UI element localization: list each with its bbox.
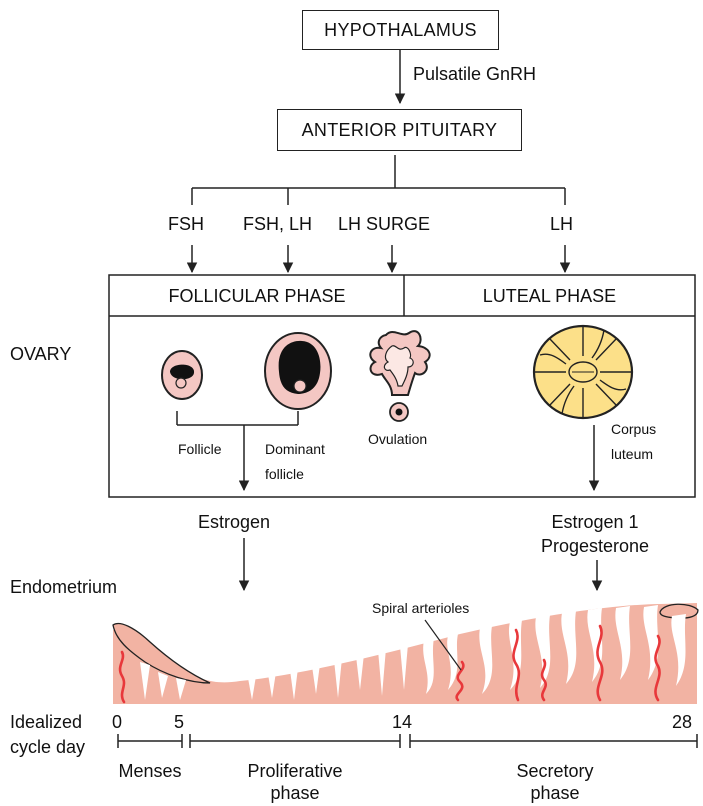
day-0: 0 <box>112 712 123 732</box>
endometrium-tissue <box>112 603 699 704</box>
luteal-phase-label: LUTEAL PHASE <box>482 285 617 306</box>
day-28: 28 <box>672 712 693 732</box>
dominant-follicle-icon <box>264 332 332 410</box>
follicle-bracket <box>176 411 299 426</box>
follicle-label: Follicle <box>178 441 222 457</box>
menses-label: Menses <box>118 761 182 781</box>
dominant-follicle-label-line2: follicle <box>265 466 304 482</box>
corpus-luteum-label-line1: Corpus <box>611 421 657 437</box>
secretory-label-line1: Secretory <box>516 761 594 781</box>
secretory-label-line2: phase <box>530 783 580 803</box>
hypothalamus-label: HYPOTHALAMUS <box>324 19 477 40</box>
cycle-label-line1: Idealized <box>10 712 83 732</box>
fsh-lh-label: FSH, LH <box>243 214 313 234</box>
cycle-timeline <box>117 734 698 748</box>
ovulation-label: Ovulation <box>368 431 428 447</box>
proliferative-label-line2: phase <box>270 783 320 803</box>
pituitary-branches <box>191 155 566 205</box>
follicle-icon <box>161 350 203 400</box>
fsh-label: FSH <box>168 214 204 234</box>
endometrium-label: Endometrium <box>10 577 118 597</box>
follicular-phase-label: FOLLICULAR PHASE <box>168 285 346 306</box>
corpus-luteum-label-line2: luteum <box>611 446 654 462</box>
ovary-label: OVARY <box>10 344 72 364</box>
spiral-arterioles-label: Spiral arterioles <box>372 600 470 616</box>
day-5: 5 <box>174 712 185 732</box>
hypothalamus-box: HYPOTHALAMUS <box>302 10 499 50</box>
anterior-pituitary-box: ANTERIOR PITUITARY <box>277 109 522 151</box>
day-14: 14 <box>392 712 413 732</box>
progesterone-label: Progesterone <box>540 536 650 556</box>
ovary-box <box>108 274 696 498</box>
anterior-pituitary-label: ANTERIOR PITUITARY <box>301 119 498 140</box>
estrogen-label: Estrogen <box>198 512 271 532</box>
cycle-label-line2: cycle day <box>10 737 86 757</box>
ovulation-icon <box>369 330 431 422</box>
lh-surge-label: LH SURGE <box>338 214 431 234</box>
lh-label: LH <box>550 214 574 234</box>
spiral-arterioles-pointer <box>424 619 462 671</box>
proliferative-label-line1: Proliferative <box>247 761 343 781</box>
estrogen-1-label: Estrogen 1 <box>551 512 639 532</box>
corpus-luteum-icon <box>532 324 634 420</box>
dominant-follicle-label-line1: Dominant <box>265 441 325 457</box>
pulsatile-gnrh-label: Pulsatile GnRH <box>413 64 537 84</box>
